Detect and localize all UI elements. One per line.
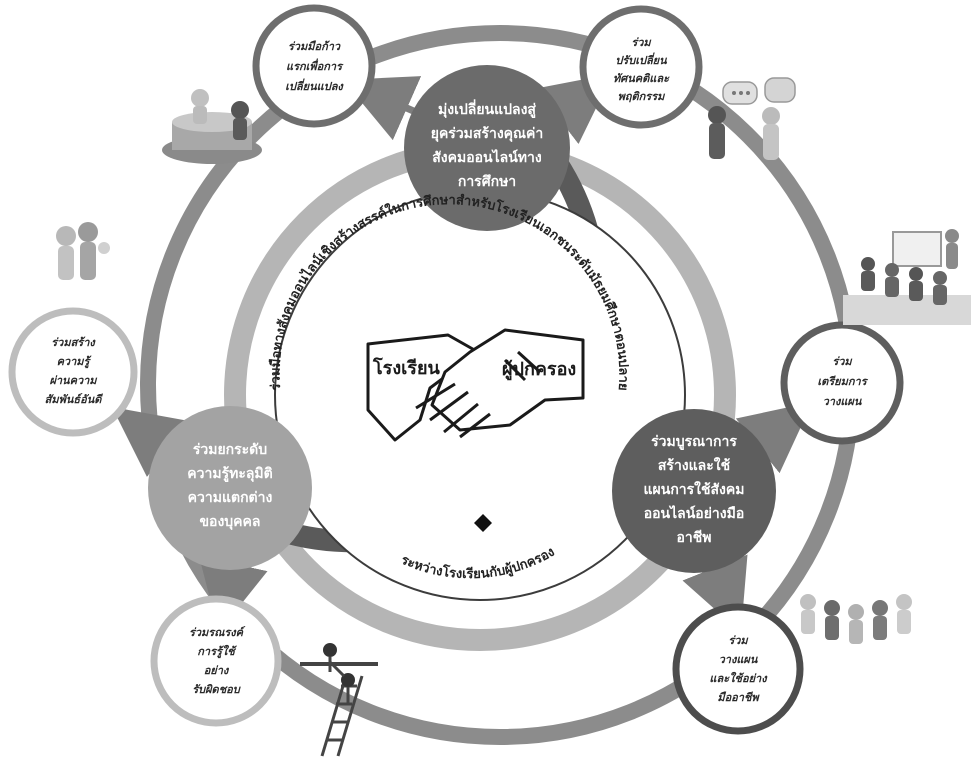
satellite-right: ร่วม เตรียมการ วางแผน xyxy=(780,321,904,445)
hub-text-line: ความแตกต่าง xyxy=(188,490,273,506)
svg-text:ร่วมยกระดับ: ร่วมยกระดับ xyxy=(193,442,267,458)
svg-text:การศึกษา: การศึกษา xyxy=(458,173,516,190)
satellite-text-line: ร่วมสร้าง xyxy=(51,336,96,349)
svg-text:อาชีพ: อาชีพ xyxy=(677,530,712,546)
hub-text-line: ร่วมบูรณาการ xyxy=(651,434,737,450)
svg-text:สร้างและใช้: สร้างและใช้ xyxy=(658,456,731,474)
svg-text:ของบุคคล: ของบุคคล xyxy=(199,514,260,530)
satellite-text-line: ทัศนคติและ xyxy=(613,72,670,85)
hub-left: ร่วมยกระดับ ความรู้ทะลุมิติ ความแตกต่าง … xyxy=(148,406,312,570)
parent-label: ผู้ปกครอง xyxy=(502,359,576,381)
climbing-ladder-icon xyxy=(300,643,378,757)
svg-text:ออนไลน์อย่างมือ: ออนไลน์อย่างมือ xyxy=(644,504,745,522)
speech-bubbles-icon xyxy=(708,77,796,160)
satellite-top-left: ร่วมมือก้าว แรกเพื่อการ เปลี่ยนแปลง xyxy=(252,4,376,128)
hub-text-line: แผนการใช้สังคม xyxy=(644,480,745,498)
satellite-top-right: ร่วม ปรับเปลี่ยน ทัศนคติและ พฤติกรรม xyxy=(579,5,703,129)
satellite-text-line: พฤติกรรม xyxy=(618,90,667,103)
satellite-text-line: วางแผน xyxy=(719,653,758,666)
svg-text:ความรู้ทะลุมิติ: ความรู้ทะลุมิติ xyxy=(187,466,272,482)
arrow-left-to-left xyxy=(112,407,189,477)
satellite-text-line: ร่วม xyxy=(631,36,652,49)
hub-text-line: ความรู้ทะลุมิติ xyxy=(187,466,272,482)
satellite-bottom-right: ร่วม วางแผน และใช้อย่าง มืออาชีพ xyxy=(672,603,804,735)
satellite-left: ร่วมสร้าง ความรู้ ผ่านความ สัมพันธ์อันดี xyxy=(8,307,138,437)
satellite-text-line: ปรับเปลี่ยน xyxy=(615,52,667,67)
arrow-right-to-right xyxy=(735,402,813,474)
hub-text-line: ร่วมยกระดับ xyxy=(193,442,267,458)
satellite-text-line: วางแผน xyxy=(823,395,862,408)
satellite-text-line: ร่วม xyxy=(832,355,853,368)
hub-top: มุ่งเปลี่ยนแปลงสู่ ยุคร่วมสร้างคุณค่า สั… xyxy=(404,65,570,231)
hub-text-line: สร้างและใช้ xyxy=(658,456,731,474)
diamond-marker-icon xyxy=(474,514,492,532)
hub-text-line: การศึกษา xyxy=(458,173,516,190)
podium-figures-icon xyxy=(162,89,262,164)
satellite-text-line: รับผิดชอบ xyxy=(192,683,242,696)
satellite-text-line: เปลี่ยนแปลง xyxy=(285,78,344,93)
satellite-text-line: สัมพันธ์อันดี xyxy=(45,393,104,406)
arrow-top-to-top-left xyxy=(342,76,422,141)
satellite-bottom-left: ร่วมรณรงค์ การรู้ใช้ อย่าง รับผิดชอบ xyxy=(150,595,282,727)
svg-text:ยุคร่วมสร้างคุณค่า: ยุคร่วมสร้างคุณค่า xyxy=(431,126,544,142)
satellite-text-line: เตรียมการ xyxy=(817,375,868,388)
hub-text-line: มุ่งเปลี่ยนแปลงสู่ xyxy=(438,99,536,118)
satellite-text-line: ร่วมมือก้าว xyxy=(288,40,341,53)
svg-text:ความแตกต่าง: ความแตกต่าง xyxy=(188,490,273,506)
satellite-text-line: และใช้อย่าง xyxy=(709,671,768,685)
hub-text-line: ของบุคคล xyxy=(199,514,260,530)
hub-text-line: สังคมออนไลน์ทาง xyxy=(432,148,542,166)
satellite-text-line: มืออาชีพ xyxy=(717,691,760,704)
hub-text-line: ยุคร่วมสร้างคุณค่า xyxy=(431,126,544,142)
svg-text:สังคมออนไลน์ทาง: สังคมออนไลน์ทาง xyxy=(432,148,542,166)
hub-right: ร่วมบูรณาการ สร้างและใช้ แผนการใช้สังคม … xyxy=(612,409,776,573)
satellite-text-line: แรกเพื่อการ xyxy=(286,58,344,73)
satellite-text-line: อย่าง xyxy=(204,664,230,677)
school-label: โรงเรียน xyxy=(372,357,440,379)
arrow-right-to-bottom-right xyxy=(682,554,748,633)
svg-text:แผนการใช้สังคม: แผนการใช้สังคม xyxy=(644,480,745,498)
satellite-text-line: ร่วมรณรงค์ xyxy=(189,626,246,639)
hub-text-line: ออนไลน์อย่างมือ xyxy=(644,504,745,522)
svg-text:มุ่งเปลี่ยนแปลงสู่: มุ่งเปลี่ยนแปลงสู่ xyxy=(438,99,536,118)
hub-text-line: อาชีพ xyxy=(677,530,712,546)
handshake-icon xyxy=(366,328,585,442)
satellite-text-line: ความรู้ xyxy=(57,355,93,369)
meeting-table-icon xyxy=(800,594,912,644)
svg-text:ร่วมบูรณาการ: ร่วมบูรณาการ xyxy=(651,434,737,450)
people-figures-icon xyxy=(56,222,110,280)
satellite-text-line: ผ่านความ xyxy=(49,374,98,387)
satellite-text-line: การรู้ใช้ xyxy=(197,644,237,659)
arrow-left-to-bottom-left xyxy=(199,556,268,633)
presentation-icon xyxy=(843,229,971,325)
satellite-text-line: ร่วม xyxy=(728,634,749,647)
